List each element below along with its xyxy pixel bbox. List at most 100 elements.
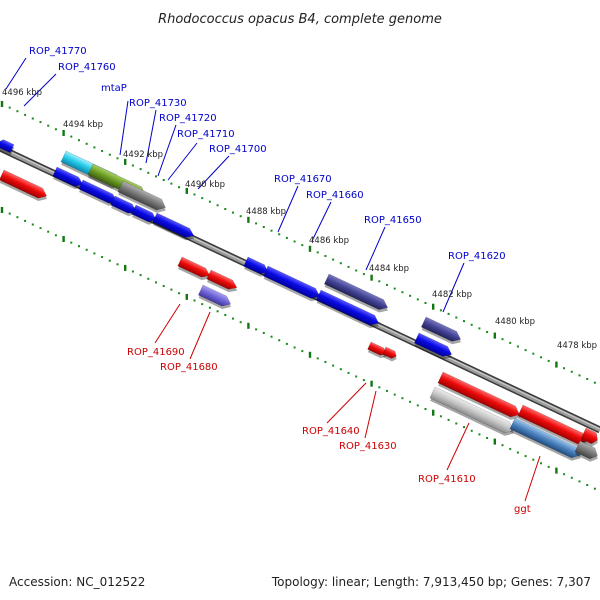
leader-rop-41630 <box>364 390 377 439</box>
major-tick <box>370 380 373 387</box>
minor-tick <box>131 270 134 273</box>
gene-label-rop-41610[interactable]: ROP_41610 <box>418 474 476 485</box>
gene-block-ggt[interactable] <box>509 417 585 464</box>
minor-tick <box>339 262 342 265</box>
gene-arrow-rop-41770[interactable] <box>0 138 15 156</box>
gene-block-rop-41605[interactable] <box>429 386 518 439</box>
leader-lines <box>5 57 541 502</box>
kbp-label: 4482 kbp <box>432 290 472 300</box>
major-tick <box>0 101 4 107</box>
minor-tick <box>301 244 304 247</box>
gene-block-rop-41660[interactable] <box>323 273 391 316</box>
minor-tick <box>170 288 173 291</box>
gene-arrow-rop-41595-body <box>580 427 598 445</box>
minor-tick <box>39 121 42 124</box>
minor-tick <box>278 233 281 236</box>
major-tick <box>62 236 65 242</box>
gene-label-rop-41710[interactable]: ROP_41710 <box>177 129 235 140</box>
gene-label-rop-41660[interactable]: ROP_41660 <box>306 190 364 201</box>
minor-tick <box>262 332 265 334</box>
gene-label-rop-41720[interactable]: ROP_41720 <box>159 113 217 124</box>
major-tick <box>432 409 435 416</box>
minor-tick <box>116 157 119 160</box>
minor-tick <box>393 393 396 396</box>
minor-tick <box>162 285 165 287</box>
minor-tick <box>478 433 481 436</box>
gene-arrow-rop-41595[interactable] <box>580 427 600 448</box>
minor-tick <box>424 408 427 410</box>
gene-arrow-rop-41685-body <box>206 269 238 290</box>
minor-tick <box>270 229 273 232</box>
gene-label-rop-41620[interactable]: ROP_41620 <box>448 251 506 262</box>
gene-arrow-rop-41610-body <box>437 371 520 418</box>
minor-tick <box>463 426 465 429</box>
gene-arrow-rop-41685[interactable] <box>206 269 241 295</box>
gene-arrow-rop-41700[interactable] <box>152 212 198 243</box>
gene-arrow-rop-41710[interactable] <box>131 204 160 227</box>
gene-arrow-rop-41760[interactable] <box>52 166 87 192</box>
gene-label-rop-41770[interactable]: ROP_41770 <box>29 46 87 57</box>
gene-label-rop-41670[interactable]: ROP_41670 <box>274 174 332 185</box>
minor-tick <box>139 168 142 171</box>
gene-arrow-rop-41615-body <box>413 332 453 357</box>
gene-block-rop-41590[interactable] <box>574 440 600 464</box>
gene-arrow-rop-41700-body <box>152 212 195 238</box>
minor-tick <box>70 135 73 138</box>
gene-label-mtap[interactable]: mtaP <box>101 83 127 94</box>
minor-tick <box>347 371 350 374</box>
kbp-label: 4496 kbp <box>2 88 42 98</box>
minor-tick <box>547 359 550 362</box>
gene-label-ggt[interactable]: ggt <box>514 504 531 515</box>
major-tick <box>247 322 250 329</box>
minor-tick <box>24 113 27 116</box>
gene-arrow-rop-41610[interactable] <box>437 371 524 423</box>
gene-arrow-rop-41675[interactable] <box>243 256 272 279</box>
upper-tick-row <box>0 101 596 384</box>
minor-tick <box>224 314 227 316</box>
gene-arrow-rop-41780[interactable] <box>0 169 50 204</box>
gene-label-rop-41760[interactable]: ROP_41760 <box>58 62 116 73</box>
minor-tick <box>355 269 358 272</box>
gene-label-rop-41730[interactable]: ROP_41730 <box>129 98 187 109</box>
gene-label-rop-41700[interactable]: ROP_41700 <box>209 144 267 155</box>
minor-tick <box>216 204 219 207</box>
minor-tick <box>70 241 73 244</box>
gene-label-rop-41650[interactable]: ROP_41650 <box>364 215 422 226</box>
gene-arrow-rop-41690[interactable] <box>177 256 214 283</box>
gene-arrow-rop-41735-body <box>110 195 137 214</box>
kbp-label: 4478 kbp <box>557 341 597 351</box>
minor-tick <box>170 182 173 185</box>
gene-arrow-rop-41690-body <box>177 256 211 278</box>
minor-tick <box>31 223 34 226</box>
gene-arrow-rop-41770-body <box>0 139 15 154</box>
gene-label-rop-41640[interactable]: ROP_41640 <box>302 426 360 437</box>
minor-tick <box>409 294 412 297</box>
gene-arrow-rop-41780-body <box>0 169 48 199</box>
gene-label-rop-41630[interactable]: ROP_41630 <box>339 441 397 452</box>
minor-tick <box>224 208 227 210</box>
gene-arrow-rop-41655[interactable] <box>315 289 382 331</box>
minor-tick <box>570 370 573 373</box>
gene-block-rop-41620[interactable] <box>420 316 464 347</box>
minor-tick <box>47 230 50 233</box>
minor-tick <box>516 345 519 348</box>
major-tick <box>0 207 4 213</box>
gene-block-rop-41620-body <box>420 316 462 342</box>
minor-tick <box>285 236 288 239</box>
gene-arrow-rop-41615[interactable] <box>413 332 455 362</box>
major-tick <box>185 293 188 300</box>
gene-label-rop-41690[interactable]: ROP_41690 <box>127 347 185 358</box>
gene-block-rop-41720[interactable] <box>117 180 170 216</box>
gene-label-rop-41680[interactable]: ROP_41680 <box>160 362 218 373</box>
gene-arrow-rop-41630[interactable] <box>382 346 400 363</box>
minor-tick <box>547 465 550 468</box>
gene-block-rop-41680[interactable] <box>197 284 234 312</box>
minor-tick <box>509 341 512 344</box>
minor-tick <box>339 368 342 371</box>
gene-arrow-rop-41735[interactable] <box>110 195 140 219</box>
minor-tick <box>486 437 489 439</box>
minor-tick <box>155 281 157 284</box>
gene-arrow-rop-41670[interactable] <box>262 265 323 304</box>
minor-tick <box>93 252 96 255</box>
leader-rop-41670 <box>277 185 299 233</box>
